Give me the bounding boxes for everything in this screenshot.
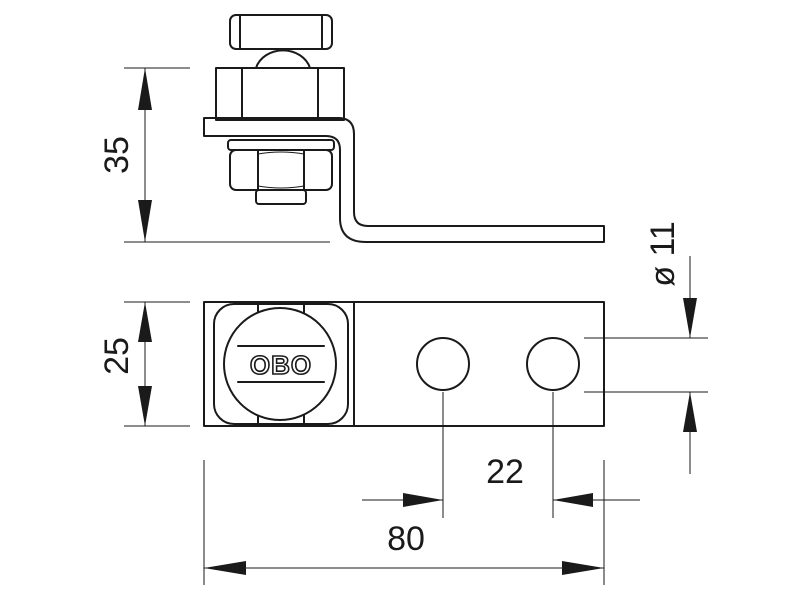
hole-left xyxy=(416,337,470,391)
side-view xyxy=(124,14,605,243)
dimension-hole-diameter: ø 11 xyxy=(644,221,697,474)
dimension-hole-spacing: 22 xyxy=(362,453,640,507)
bent-strip xyxy=(203,117,605,243)
hex-nut xyxy=(229,149,333,191)
clamp-block xyxy=(215,67,345,121)
dimension-width-label: 25 xyxy=(98,337,136,375)
top-view: OBO xyxy=(124,301,708,585)
dimension-width: 25 xyxy=(98,302,152,426)
dimension-length-label: 80 xyxy=(387,520,425,558)
dimension-hole-diameter-label: ø 11 xyxy=(644,221,682,287)
dimension-height-label: 35 xyxy=(98,136,136,174)
hole-right xyxy=(526,337,580,391)
dimension-height: 35 xyxy=(98,68,152,242)
washer xyxy=(227,139,335,151)
clamp-cap xyxy=(229,14,333,69)
dimension-hole-spacing-label: 22 xyxy=(486,453,524,491)
obo-logo: OBO xyxy=(250,350,312,380)
plate-outline xyxy=(203,301,605,427)
dimension-length: 80 xyxy=(204,520,604,575)
bolt-end xyxy=(255,189,307,205)
clamp-top-view: OBO xyxy=(213,303,349,425)
